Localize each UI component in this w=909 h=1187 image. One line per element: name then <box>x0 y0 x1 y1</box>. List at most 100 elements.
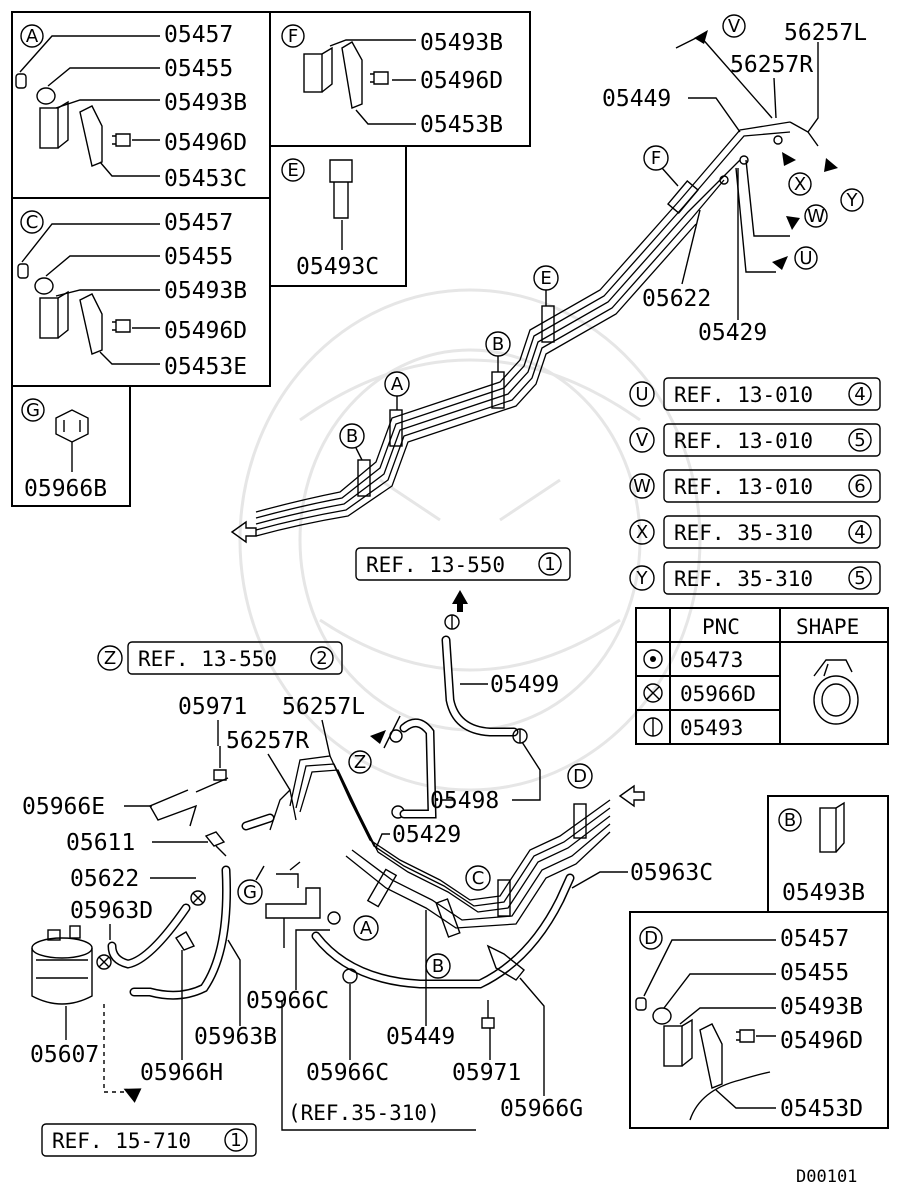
cap-icon <box>17 263 29 279</box>
part-number: 05429 <box>392 822 461 848</box>
part-number: 05499 <box>490 672 559 698</box>
flow-arrow-icon <box>230 520 257 544</box>
part-number: 05453B <box>420 112 503 138</box>
grommet-icon <box>34 277 54 295</box>
bracket-icon <box>699 1023 723 1089</box>
clip-icon <box>175 931 196 951</box>
detail-box-c: C 05457 05455 05493B 05496D 05453E <box>11 197 271 387</box>
ref-w[interactable]: W REF. 13-010 6 <box>629 469 881 503</box>
arrow-icon <box>786 216 800 230</box>
bracket-icon <box>79 105 103 167</box>
bolt-icon <box>112 133 131 147</box>
ref-y[interactable]: Y REF. 35-310 5 <box>629 561 881 595</box>
svg-text:Y: Y <box>636 568 649 589</box>
part-number: 05963B <box>194 1024 277 1050</box>
part-number: 05966E <box>22 794 105 820</box>
pump-bracket-icon <box>265 861 321 919</box>
table-header-pnc: PNC <box>702 615 740 639</box>
detail-box-b: B 05493B <box>767 795 889 913</box>
svg-text:6: 6 <box>854 476 865 497</box>
svg-text:REF. 35-310: REF. 35-310 <box>674 567 813 591</box>
part-number: 56257L <box>282 694 365 720</box>
arrow-icon <box>452 590 468 612</box>
arrow-icon <box>123 1088 142 1103</box>
ref-u[interactable]: U REF. 13-010 4 <box>629 377 881 411</box>
svg-text:REF. 13-550: REF. 13-550 <box>138 647 277 671</box>
table-header-shape: SHAPE <box>796 615 859 639</box>
diagram-code: D00101 <box>796 1167 857 1187</box>
part-number: 56257R <box>730 52 813 78</box>
part-number: 05622 <box>70 866 139 892</box>
part-number: 05493B <box>420 30 503 56</box>
svg-text:2: 2 <box>316 648 327 669</box>
lower-assembly: Z G <box>31 715 645 1029</box>
clamp-f <box>667 180 699 214</box>
part-number: 05453C <box>164 166 247 192</box>
table-cell-pnc: 05493 <box>680 716 743 740</box>
callout-b: B <box>492 334 504 355</box>
clamp-block-icon <box>39 297 59 339</box>
grommet-icon <box>652 1007 672 1025</box>
detail-b-letter: B <box>784 810 796 831</box>
part-number: 05457 <box>164 210 233 236</box>
part-number: 56257R <box>226 728 309 754</box>
part-number: 05493B <box>164 90 247 116</box>
part-number: 05496D <box>164 130 247 156</box>
part-number: 05455 <box>164 244 233 270</box>
ref-13550-2[interactable]: Z REF. 13-550 2 <box>97 641 343 675</box>
svg-text:5: 5 <box>854 430 865 451</box>
svg-text:5: 5 <box>854 568 865 589</box>
bolt-icon <box>736 1029 755 1043</box>
bolt-icon <box>481 1000 495 1029</box>
detail-d-letter: D <box>644 928 658 949</box>
ref-13550-1[interactable]: REF. 13-550 1 <box>355 547 571 581</box>
svg-text:REF. 13-010: REF. 13-010 <box>674 383 813 407</box>
callout-b: B <box>346 426 358 447</box>
ref-x[interactable]: X REF. 35-310 4 <box>629 515 881 549</box>
clip-icon <box>486 944 525 981</box>
svg-text:Z: Z <box>104 648 116 669</box>
part-number: 05493B <box>782 880 865 906</box>
callout-a: A <box>360 918 373 939</box>
ref-35310-label: (REF.35-310) <box>288 1101 440 1125</box>
arrow-icon <box>782 152 796 166</box>
cap-icon <box>635 997 647 1011</box>
bracket-icon <box>341 41 363 109</box>
callout-c: C <box>472 868 485 889</box>
svg-text:4: 4 <box>854 522 865 543</box>
ref-15710[interactable]: REF. 15-710 1 <box>41 1123 257 1157</box>
part-number: 05498 <box>430 788 499 814</box>
clamp-c <box>497 879 511 917</box>
svg-text:V: V <box>636 430 649 451</box>
detail-e-letter: E <box>287 160 298 181</box>
part-number: 05966C <box>246 988 329 1014</box>
part-number: 05455 <box>164 56 233 82</box>
detail-box-e: E 05493C <box>269 145 407 287</box>
detail-c-letter: C <box>26 212 39 233</box>
pnc-shape-table: PNC SHAPE 05473 05966D 05493 <box>635 607 889 745</box>
part-number: 05496D <box>780 1028 863 1054</box>
callout-v: V <box>728 16 741 37</box>
ref-v[interactable]: V REF. 13-010 5 <box>629 423 881 457</box>
detail-box-f: F 05493B 05496D 05453B <box>269 11 531 147</box>
part-number: 05971 <box>452 1060 521 1086</box>
part-number: 05496D <box>164 318 247 344</box>
part-number: 05966B <box>24 476 107 502</box>
fuel-filter-icon <box>31 925 93 1005</box>
arrow-icon <box>370 730 386 744</box>
part-number: 05622 <box>642 286 711 312</box>
arrow-icon <box>772 256 788 270</box>
detail-a-letter: A <box>26 26 39 47</box>
callout-w: W <box>807 206 825 227</box>
hose-05499 <box>441 614 528 744</box>
arrow-icon <box>824 158 838 172</box>
part-number: 05496D <box>420 68 503 94</box>
part-number: 05607 <box>30 1042 99 1068</box>
part-number: 05493B <box>780 994 863 1020</box>
part-number: 05453E <box>164 354 247 380</box>
part-number: 05449 <box>602 86 671 112</box>
bracket-icon <box>79 293 103 355</box>
clamp-e <box>541 305 555 343</box>
connector-icon <box>204 831 227 857</box>
svg-text:REF. 13-550: REF. 13-550 <box>366 553 505 577</box>
